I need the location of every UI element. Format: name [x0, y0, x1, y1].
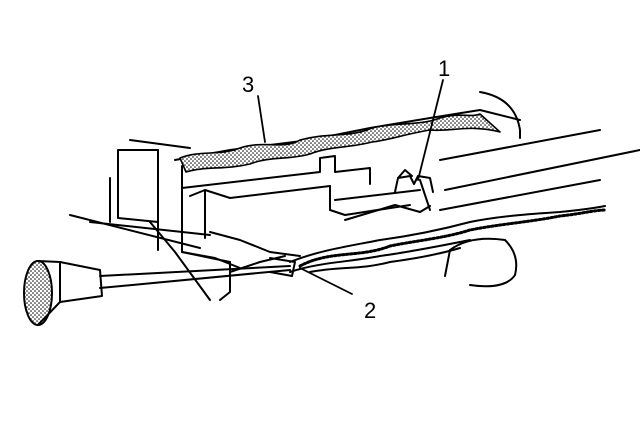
wire-drawing [289, 205, 607, 273]
mounting-plate [109, 139, 211, 301]
callout-2: 2 [364, 298, 376, 323]
probe-tool-drawing [23, 214, 296, 326]
terminal-drawing [209, 169, 434, 273]
callout-3: 3 [242, 72, 254, 97]
seal-edge-drawing [179, 113, 501, 173]
callout-1: 1 [438, 56, 450, 81]
callout-leaders [257, 79, 444, 295]
